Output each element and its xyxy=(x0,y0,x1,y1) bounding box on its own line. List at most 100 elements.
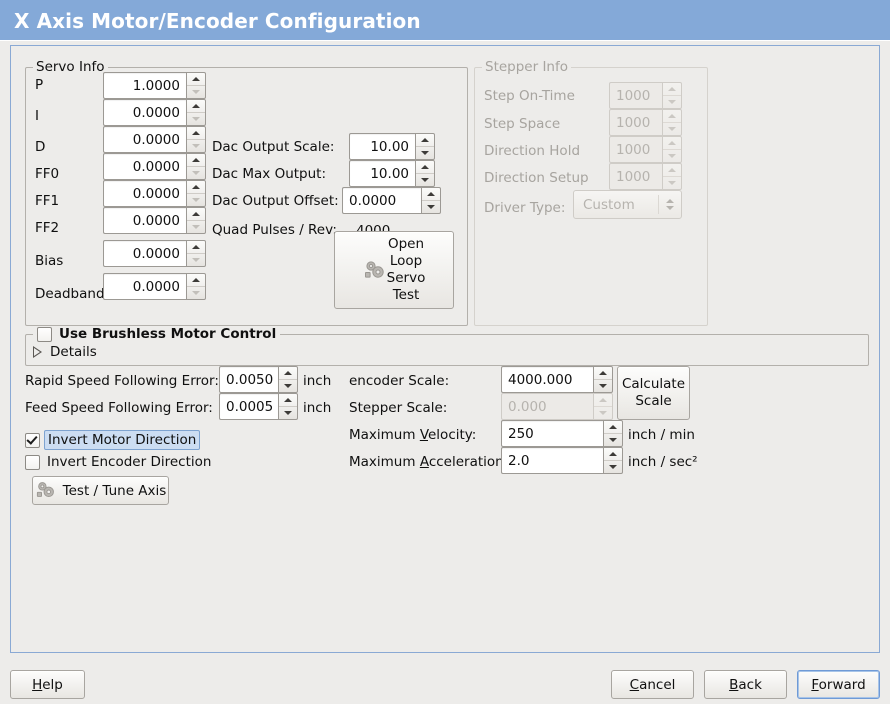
servo-input-ff1-value[interactable]: 0.0000 xyxy=(103,180,186,207)
servo-input-p[interactable]: 1.0000 xyxy=(103,72,206,99)
servo-input-ff2[interactable]: 0.0000 xyxy=(103,207,206,234)
servo-input-ff2-value[interactable]: 0.0000 xyxy=(103,207,186,234)
spin-up-icon[interactable] xyxy=(187,73,205,86)
chevron-right-icon[interactable] xyxy=(33,346,42,358)
dac-output-scale-value[interactable]: 10.00 xyxy=(349,133,415,160)
spin-down-icon[interactable] xyxy=(416,147,434,159)
spin-down-icon[interactable] xyxy=(187,113,205,125)
spin-up-icon[interactable] xyxy=(279,367,297,380)
spin-up-icon[interactable] xyxy=(663,83,681,96)
servo-input-i-stepper[interactable] xyxy=(186,99,206,126)
maximum-acceleration-input[interactable]: 2.0 xyxy=(501,447,623,474)
spin-down-icon[interactable] xyxy=(604,461,622,473)
servo-input-bias-value[interactable]: 0.0000 xyxy=(103,240,186,267)
stepper-scale-stepper[interactable] xyxy=(593,393,613,420)
spin-down-icon[interactable] xyxy=(279,380,297,392)
spin-down-icon[interactable] xyxy=(187,221,205,233)
spin-down-icon[interactable] xyxy=(187,287,205,299)
servo-input-bias[interactable]: 0.0000 xyxy=(103,240,206,267)
open-loop-servo-test-button[interactable]: Open Loop Servo Test xyxy=(334,231,454,309)
spin-down-icon[interactable] xyxy=(187,254,205,266)
feed-following-error-stepper[interactable] xyxy=(278,393,298,420)
servo-input-ff0[interactable]: 0.0000 xyxy=(103,153,206,180)
spin-down-icon[interactable] xyxy=(594,380,612,392)
servo-input-p-value[interactable]: 1.0000 xyxy=(103,72,186,99)
maximum-velocity-input[interactable]: 250 xyxy=(501,420,623,447)
dac-output-scale-input[interactable]: 10.00 xyxy=(349,133,435,160)
step-space-stepper[interactable] xyxy=(662,109,682,136)
help-button[interactable]: Help xyxy=(10,670,85,699)
servo-input-i[interactable]: 0.0000 xyxy=(103,99,206,126)
step-on-time-stepper[interactable] xyxy=(662,82,682,109)
details-expander[interactable]: Details xyxy=(33,344,97,360)
spin-up-icon[interactable] xyxy=(663,137,681,150)
spin-up-icon[interactable] xyxy=(416,134,434,147)
back-button[interactable]: Back xyxy=(704,670,787,699)
spin-down-icon[interactable] xyxy=(187,86,205,98)
servo-input-deadband-stepper[interactable] xyxy=(186,273,206,300)
spin-up-icon[interactable] xyxy=(416,161,434,174)
step-on-time-value[interactable]: 1000 xyxy=(609,82,662,109)
spin-up-icon[interactable] xyxy=(604,421,622,434)
spin-up-icon[interactable] xyxy=(187,208,205,221)
spin-up-icon[interactable] xyxy=(187,154,205,167)
servo-input-deadband-value[interactable]: 0.0000 xyxy=(103,273,186,300)
servo-input-ff0-value[interactable]: 0.0000 xyxy=(103,153,186,180)
spin-up-icon[interactable] xyxy=(187,100,205,113)
dac-max-output-stepper[interactable] xyxy=(415,160,435,187)
maximum-acceleration-stepper[interactable] xyxy=(603,447,623,474)
direction-hold-input[interactable]: 1000 xyxy=(609,136,682,163)
servo-input-p-stepper[interactable] xyxy=(186,72,206,99)
direction-setup-input[interactable]: 1000 xyxy=(609,163,682,190)
cancel-button[interactable]: Cancel xyxy=(611,670,694,699)
spin-down-icon[interactable] xyxy=(187,140,205,152)
spin-down-icon[interactable] xyxy=(663,150,681,162)
spin-up-icon[interactable] xyxy=(594,394,612,407)
spin-down-icon[interactable] xyxy=(663,177,681,189)
spin-down-icon[interactable] xyxy=(663,123,681,135)
rapid-following-error-input[interactable]: 0.0050 xyxy=(219,366,298,393)
spin-up-icon[interactable] xyxy=(422,188,440,201)
step-space-input[interactable]: 1000 xyxy=(609,109,682,136)
dac-output-scale-stepper[interactable] xyxy=(415,133,435,160)
servo-input-ff2-stepper[interactable] xyxy=(186,207,206,234)
spin-down-icon[interactable] xyxy=(663,96,681,108)
checkbox-box[interactable] xyxy=(37,326,52,342)
spin-down-icon[interactable] xyxy=(594,407,612,419)
maximum-velocity-value[interactable]: 250 xyxy=(501,420,603,447)
spin-up-icon[interactable] xyxy=(279,394,297,407)
direction-hold-value[interactable]: 1000 xyxy=(609,136,662,163)
stepper-scale-value[interactable]: 0.000 xyxy=(501,393,593,420)
direction-setup-stepper[interactable] xyxy=(662,163,682,190)
spin-up-icon[interactable] xyxy=(187,127,205,140)
invert-motor-direction-checkbox[interactable]: Invert Motor Direction xyxy=(25,430,201,450)
servo-input-ff1-stepper[interactable] xyxy=(186,180,206,207)
spin-up-icon[interactable] xyxy=(594,367,612,380)
spin-up-icon[interactable] xyxy=(187,241,205,254)
dac-output-offset-stepper[interactable] xyxy=(421,187,441,214)
use-brushless-checkbox[interactable]: Use Brushless Motor Control xyxy=(33,326,281,342)
spin-down-icon[interactable] xyxy=(279,407,297,419)
servo-input-ff1[interactable]: 0.0000 xyxy=(103,180,206,207)
dac-max-output-input[interactable]: 10.00 xyxy=(349,160,435,187)
servo-input-d-value[interactable]: 0.0000 xyxy=(103,126,186,153)
feed-following-error-value[interactable]: 0.0005 xyxy=(219,393,278,420)
servo-input-deadband[interactable]: 0.0000 xyxy=(103,273,206,300)
direction-setup-value[interactable]: 1000 xyxy=(609,163,662,190)
dac-output-offset-input[interactable]: 0.0000 xyxy=(342,187,441,214)
feed-following-error-input[interactable]: 0.0005 xyxy=(219,393,298,420)
checkbox-box[interactable] xyxy=(25,454,40,470)
servo-input-d-stepper[interactable] xyxy=(186,126,206,153)
encoder-scale-input[interactable]: 4000.000 xyxy=(501,366,613,393)
servo-input-bias-stepper[interactable] xyxy=(186,240,206,267)
servo-input-ff0-stepper[interactable] xyxy=(186,153,206,180)
rapid-following-error-stepper[interactable] xyxy=(278,366,298,393)
maximum-acceleration-value[interactable]: 2.0 xyxy=(501,447,603,474)
step-on-time-input[interactable]: 1000 xyxy=(609,82,682,109)
forward-button[interactable]: Forward xyxy=(797,670,880,699)
driver-type-select[interactable]: Custom xyxy=(573,190,682,219)
spin-up-icon[interactable] xyxy=(187,274,205,287)
servo-input-d[interactable]: 0.0000 xyxy=(103,126,206,153)
spin-down-icon[interactable] xyxy=(187,167,205,179)
spin-down-icon[interactable] xyxy=(187,194,205,206)
